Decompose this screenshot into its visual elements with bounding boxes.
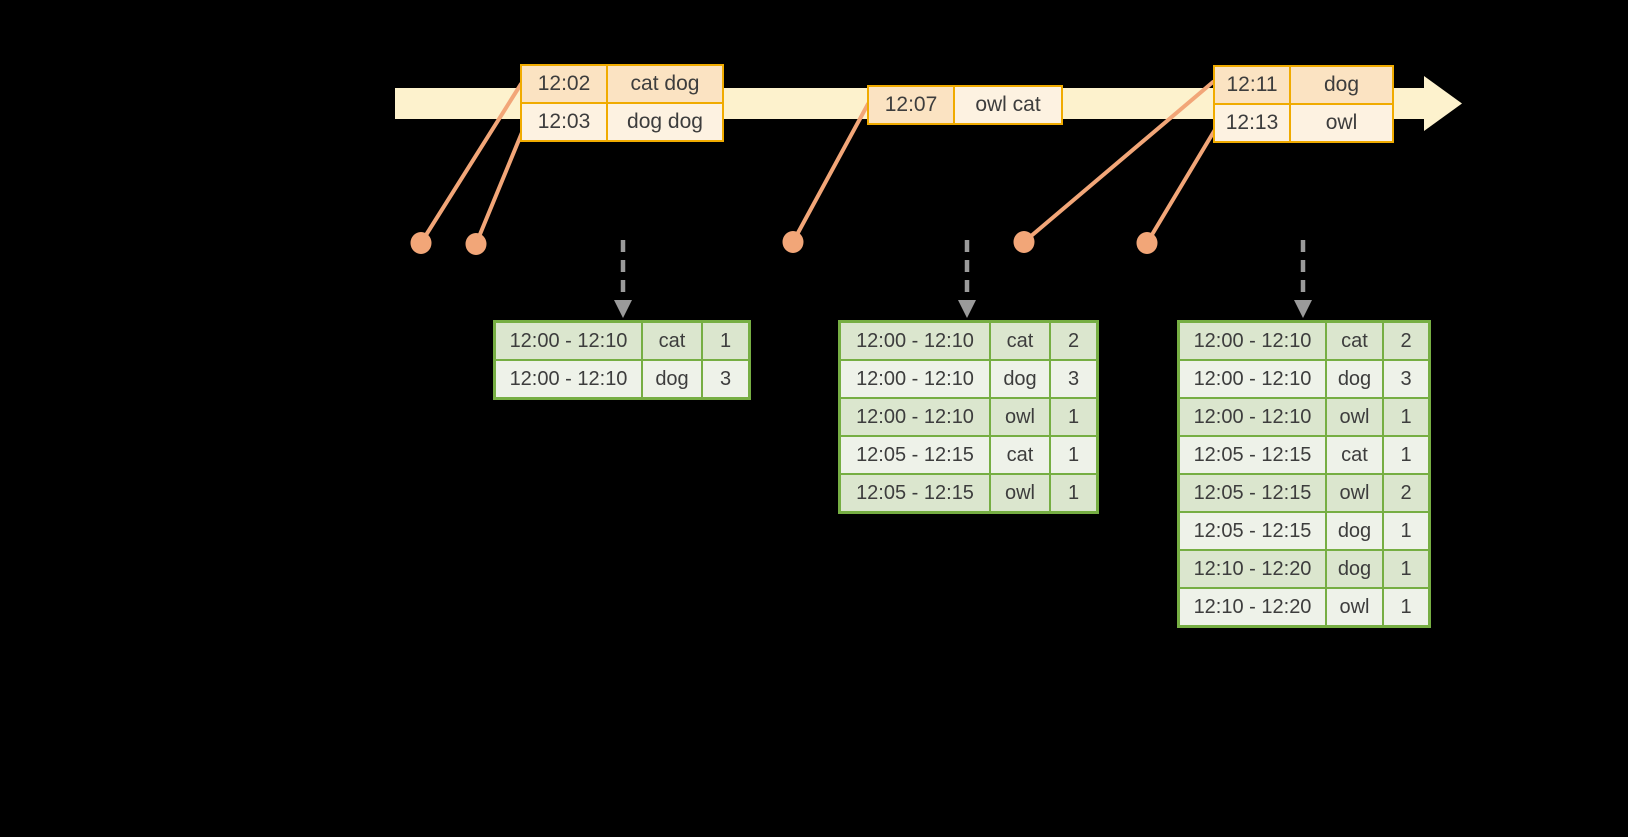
table-cell: 12:00 - 12:10 xyxy=(841,323,989,359)
event-marker-dot xyxy=(1013,231,1035,253)
table-cell: 12:02 xyxy=(522,66,606,102)
table-cell: cat dog xyxy=(608,66,722,102)
table-cell: 1 xyxy=(1384,589,1428,625)
table-cell: 12:03 xyxy=(522,104,606,140)
table-cell: 1 xyxy=(1051,437,1096,473)
table-cell: cat xyxy=(1327,323,1382,359)
event-connector-line xyxy=(474,128,525,246)
table-cell: 12:00 - 12:10 xyxy=(1180,399,1325,435)
table-cell: 12:00 - 12:10 xyxy=(496,361,641,397)
table-cell: cat xyxy=(991,323,1049,359)
table-cell: 12:00 - 12:10 xyxy=(496,323,641,359)
down-arrow-icon xyxy=(1294,240,1312,318)
table-cell: dog xyxy=(1327,361,1382,397)
table-cell: 12:07 xyxy=(869,87,953,123)
table-cell: 12:05 - 12:15 xyxy=(841,437,989,473)
table-cell: owl xyxy=(991,399,1049,435)
table-cell: owl cat xyxy=(955,87,1061,123)
table-cell: 12:10 - 12:20 xyxy=(1180,589,1325,625)
table-cell: cat xyxy=(1327,437,1382,473)
table-cell: 1 xyxy=(703,323,748,359)
table-cell: 1 xyxy=(1384,437,1428,473)
table-cell: 2 xyxy=(1051,323,1096,359)
table-cell: 12:00 - 12:10 xyxy=(1180,361,1325,397)
table-cell: dog xyxy=(991,361,1049,397)
table-cell: 12:05 - 12:15 xyxy=(1180,513,1325,549)
table-cell: 12:00 - 12:10 xyxy=(841,399,989,435)
table-cell: 12:05 - 12:15 xyxy=(1180,437,1325,473)
event-marker-dot xyxy=(465,233,487,255)
down-arrow-icon xyxy=(958,240,976,318)
table-cell: owl xyxy=(1327,399,1382,435)
table-cell: 1 xyxy=(1051,399,1096,435)
down-arrow-icon xyxy=(614,240,632,318)
event-connector-line xyxy=(791,102,870,244)
trigger-arrow-head-icon xyxy=(1294,300,1312,318)
table-cell: 1 xyxy=(1384,513,1428,549)
table-cell: 12:11 xyxy=(1215,67,1289,103)
table-cell: 12:13 xyxy=(1215,105,1289,141)
table-cell: 3 xyxy=(703,361,748,397)
timeline-arrow-icon xyxy=(1424,76,1462,131)
table-cell: 12:00 - 12:10 xyxy=(841,361,989,397)
table-cell: 3 xyxy=(1384,361,1428,397)
table-cell: dog xyxy=(1327,551,1382,587)
table-cell: 1 xyxy=(1051,475,1096,511)
table-cell: owl xyxy=(1327,475,1382,511)
trigger-arrow-head-icon xyxy=(614,300,632,318)
table-cell: dog dog xyxy=(608,104,722,140)
table-cell: owl xyxy=(1291,105,1392,141)
table-cell: 12:10 - 12:20 xyxy=(1180,551,1325,587)
table-cell: 1 xyxy=(1384,399,1428,435)
event-connector-line xyxy=(419,82,523,245)
table-cell: dog xyxy=(1291,67,1392,103)
event-marker-dot xyxy=(1136,232,1158,254)
event-connector-line xyxy=(1022,80,1215,244)
table-cell: 12:05 - 12:15 xyxy=(1180,475,1325,511)
table-cell: 12:00 - 12:10 xyxy=(1180,323,1325,359)
table-cell: 3 xyxy=(1051,361,1096,397)
table-cell: 2 xyxy=(1384,475,1428,511)
table-cell: 12:05 - 12:15 xyxy=(841,475,989,511)
trigger-arrow-head-icon xyxy=(958,300,976,318)
table-cell: cat xyxy=(643,323,701,359)
table-cell: dog xyxy=(1327,513,1382,549)
table-cell: 1 xyxy=(1384,551,1428,587)
table-cell: cat xyxy=(991,437,1049,473)
event-connector-line xyxy=(1145,126,1218,245)
table-cell: owl xyxy=(991,475,1049,511)
table-cell: 2 xyxy=(1384,323,1428,359)
event-marker-dot xyxy=(410,232,432,254)
table-cell: owl xyxy=(1327,589,1382,625)
table-cell: dog xyxy=(643,361,701,397)
event-marker-dot xyxy=(782,231,804,253)
